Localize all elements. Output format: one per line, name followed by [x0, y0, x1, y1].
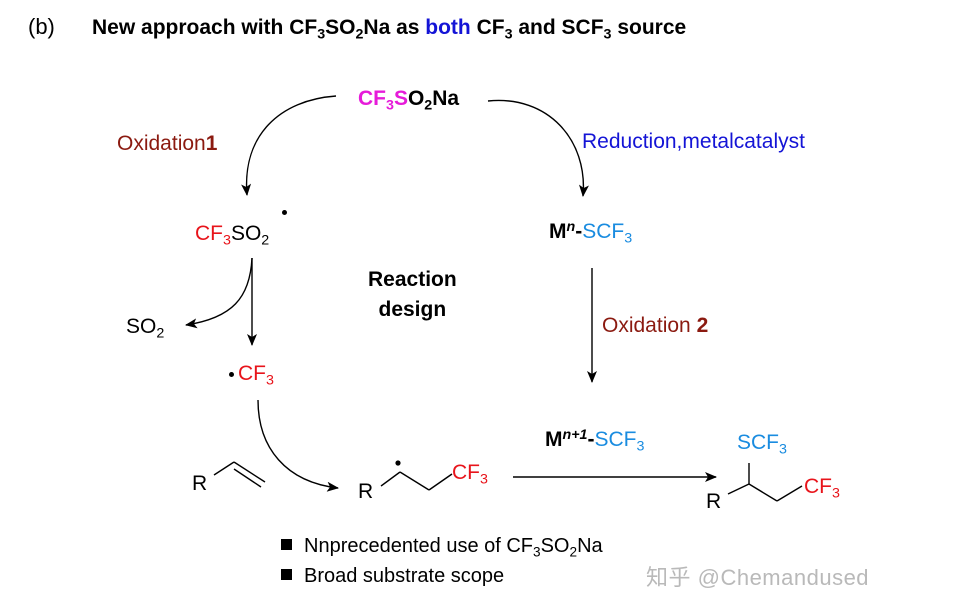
- alkene-bond-r: [213, 461, 235, 476]
- oxidation-1-label: Oxidation1: [117, 132, 218, 155]
- reagent-m-n1-scf3: Mn+1-SCF3: [545, 426, 645, 455]
- bullet-scope: Broad substrate scope: [281, 565, 504, 588]
- so2-byproduct: SO2: [126, 315, 165, 342]
- arrow-so2-extrusion: [185, 257, 253, 329]
- oxidation-2-label: Oxidation 2: [602, 314, 709, 337]
- so2-radical-dot: [282, 210, 287, 215]
- arrow-oxidation-1: [241, 95, 337, 196]
- watermark: 知乎 @Chemandused: [646, 565, 870, 590]
- intermediate-bond-3: [428, 473, 453, 491]
- product-cf3: CF3: [804, 475, 840, 502]
- bullet-square-icon: [281, 569, 292, 580]
- cf3-radical-dot: [229, 372, 234, 377]
- title-both: both: [425, 16, 471, 39]
- cf3so2-radical: CF3SO2: [195, 222, 270, 249]
- product-scf3: SCF3: [737, 431, 787, 458]
- alkene-r-group: R: [192, 472, 208, 495]
- intermediate-bond-2: [399, 471, 430, 491]
- arrow-reduction: [487, 99, 589, 197]
- alkene-double-bond-b: [233, 468, 262, 488]
- product-r-group: R: [706, 490, 722, 513]
- reduction-label: Reduction,metalcatalyst: [582, 130, 805, 153]
- scheme-title: New approach with CF3SO2Na as both CF3 a…: [92, 16, 687, 43]
- product-bond-r: [727, 483, 750, 495]
- arrow-radical-addition: [257, 399, 339, 492]
- intermediate-cf3: CF3: [452, 461, 488, 488]
- intermediate-r-group: R: [358, 480, 374, 503]
- cf3-radical: CF3: [238, 362, 274, 389]
- panel-label: (b): [28, 14, 55, 39]
- alkene-double-bond-a: [233, 461, 266, 483]
- bullet-unprecedented: Nnprecedented use of CF3SO2Na: [281, 535, 603, 559]
- product-bond-3: [776, 485, 803, 502]
- product-bond-2: [748, 483, 778, 502]
- bullet-square-icon: [281, 539, 292, 550]
- m-scf3: Mn-SCF3: [549, 218, 633, 247]
- radical-dot: [395, 460, 401, 466]
- reagent-cf3so2na: CF3SO2Na: [358, 87, 460, 114]
- intermediate-bond-1: [380, 471, 401, 487]
